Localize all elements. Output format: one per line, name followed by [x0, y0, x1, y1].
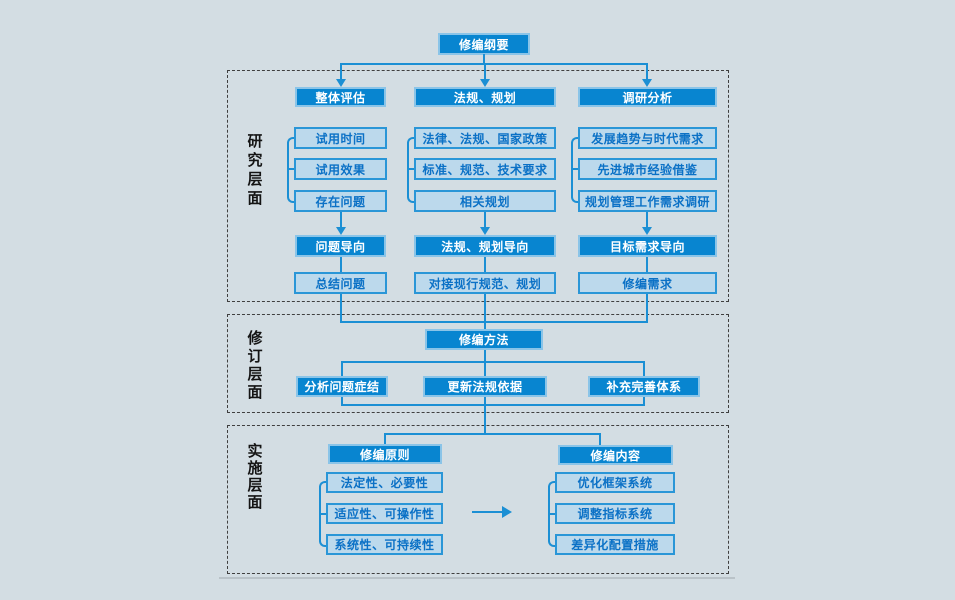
node-orientation: 目标需求导向	[578, 235, 717, 257]
node-research-item: 相关规划	[414, 190, 556, 212]
connector	[340, 212, 342, 228]
section-label-implementation: 实施层面	[247, 443, 263, 511]
node-research-item: 试用时间	[294, 127, 387, 149]
arrow-down-icon	[336, 79, 346, 87]
section-label-research: 研究层面	[247, 133, 263, 207]
connector	[384, 433, 386, 444]
connector	[483, 54, 485, 64]
bracket	[287, 137, 295, 203]
node-research-item: 发展趋势与时代需求	[578, 127, 717, 149]
bracket-stub	[287, 168, 295, 170]
node-output: 总结问题	[294, 272, 387, 294]
connector	[599, 433, 601, 445]
node-research-item: 存在问题	[294, 190, 387, 212]
arrow-down-icon	[336, 227, 346, 235]
bracket	[407, 137, 415, 203]
node-principle-item: 系统性、可持续性	[326, 534, 443, 555]
connector	[643, 361, 645, 376]
connector	[341, 361, 645, 363]
node-research-col3-header: 调研分析	[578, 87, 717, 107]
connector	[472, 511, 503, 513]
connector	[646, 257, 648, 272]
node-output: 修编需求	[578, 272, 717, 294]
connector	[484, 257, 486, 272]
node-principle-item: 适应性、可操作性	[326, 503, 443, 524]
node-output: 对接现行规范、规划	[414, 272, 556, 294]
node-research-item: 先进城市经验借鉴	[578, 158, 717, 180]
arrow-down-icon	[480, 79, 490, 87]
section-label-revision: 修订层面	[247, 330, 263, 401]
connector	[340, 294, 342, 323]
connector	[340, 257, 342, 272]
arrow-right-icon	[502, 506, 512, 518]
connector	[484, 397, 486, 435]
bracket-stub	[407, 168, 415, 170]
connector	[646, 212, 648, 228]
bottom-divider-line	[219, 577, 735, 579]
connector	[484, 294, 486, 330]
node-revision-action: 补充完善体系	[588, 376, 700, 397]
bracket-stub	[319, 513, 327, 515]
section-research-frame	[227, 70, 729, 302]
connector	[340, 63, 648, 65]
node-orientation: 问题导向	[295, 235, 386, 257]
connector	[646, 294, 648, 323]
connector	[341, 397, 343, 406]
node-research-item: 试用效果	[294, 158, 387, 180]
node-contents-header: 修编内容	[558, 445, 673, 465]
section-implementation-frame	[227, 425, 729, 574]
node-research-item: 法律、法规、国家政策	[414, 127, 556, 149]
connector	[484, 63, 486, 79]
node-principles-header: 修编原则	[328, 444, 442, 464]
node-research-item: 标准、规范、技术要求	[414, 158, 556, 180]
bracket	[571, 137, 579, 203]
node-content-item: 差异化配置措施	[555, 534, 675, 555]
connector	[643, 397, 645, 406]
node-revision-method: 修编方法	[425, 329, 543, 350]
bracket-stub	[548, 513, 556, 515]
connector	[340, 321, 648, 323]
bracket-stub	[571, 168, 579, 170]
node-orientation: 法规、规划导向	[414, 235, 556, 257]
arrow-down-icon	[642, 227, 652, 235]
connector	[340, 63, 342, 79]
node-research-col1-header: 整体评估	[295, 87, 386, 107]
connector	[341, 404, 645, 406]
node-content-item: 调整指标系统	[555, 503, 675, 524]
connector	[341, 361, 343, 376]
node-research-item: 规划管理工作需求调研	[578, 190, 717, 212]
connector	[384, 433, 601, 435]
node-revision-action: 分析问题症结	[296, 376, 388, 397]
node-research-col2-header: 法规、规划	[414, 87, 556, 107]
node-root: 修编纲要	[438, 33, 530, 55]
connector	[484, 212, 486, 228]
section-revision-frame	[227, 314, 729, 413]
connector	[484, 350, 486, 377]
arrow-down-icon	[642, 79, 652, 87]
node-principle-item: 法定性、必要性	[326, 472, 443, 493]
node-revision-action: 更新法规依据	[423, 376, 547, 397]
arrow-down-icon	[480, 227, 490, 235]
connector	[646, 63, 648, 79]
node-content-item: 优化框架系统	[555, 472, 675, 493]
